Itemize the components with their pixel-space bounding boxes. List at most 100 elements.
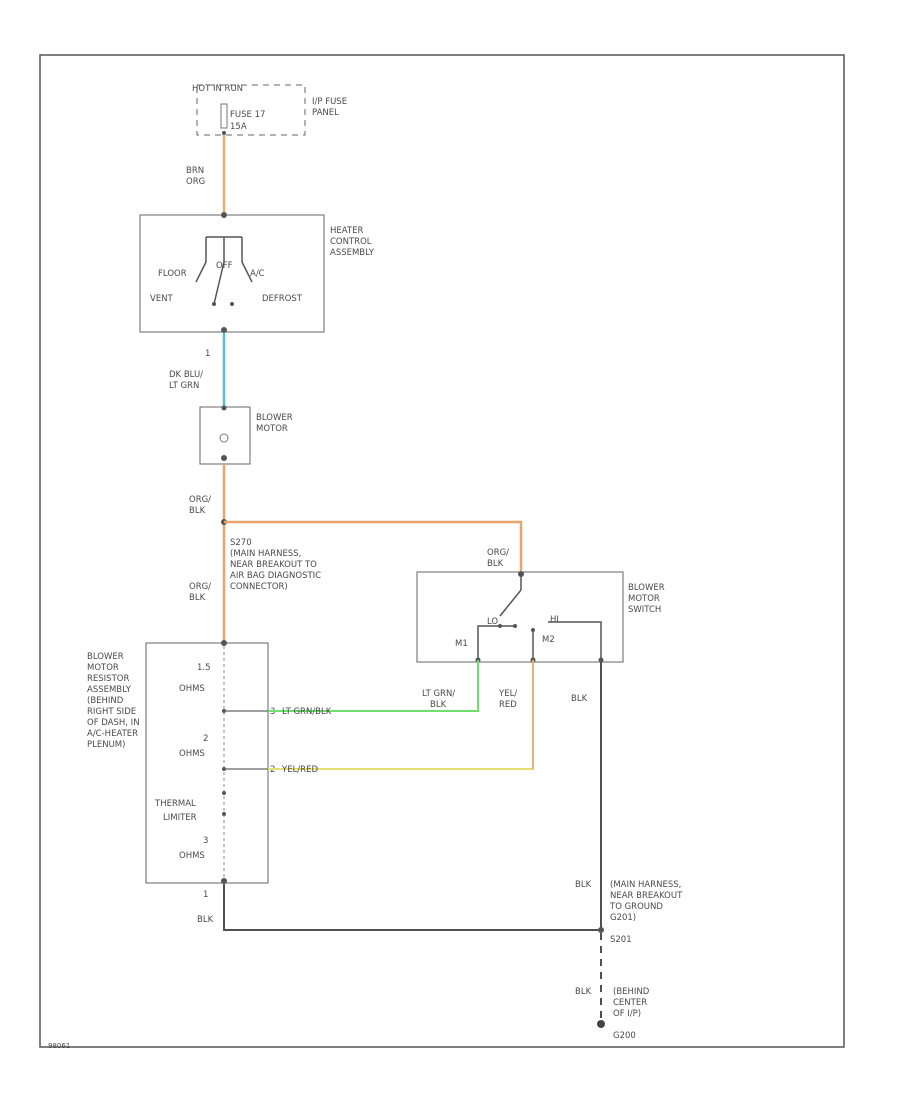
- splice-note-1: S270: [230, 538, 252, 548]
- ground-splice-label-4: G201): [610, 913, 636, 923]
- ground-splice-label-5: S201: [610, 935, 632, 945]
- resistor-thermal-2: LIMITER: [163, 813, 197, 823]
- resistor-label-4: ASSEMBLY: [87, 685, 132, 695]
- heater-wiper: [213, 261, 225, 305]
- wire-resistor-ground-label: BLK: [197, 915, 214, 925]
- blower-motor-resistor-assembly: BLOWER MOTOR RESISTOR ASSEMBLY (BEHIND R…: [87, 640, 275, 900]
- heater-contact-right: [241, 261, 253, 283]
- wire-fuse-heater-label-1: BRN: [186, 166, 204, 176]
- heater-output-pin: [221, 327, 227, 333]
- resistor-label-7: OF DASH, IN: [87, 718, 140, 728]
- resistor-step2-value: 2: [203, 734, 208, 744]
- fuse-hot-label: HOT IN RUN: [192, 84, 243, 94]
- wire-m2-resistor-label: YEL/RED: [281, 765, 318, 775]
- blower-motor: BLOWER MOTOR: [199, 405, 293, 465]
- wire-m1-switch-label-2: BLK: [430, 700, 447, 710]
- switch-contact-1: [498, 624, 502, 628]
- heater-dot-2: [230, 302, 234, 306]
- fuse-symbol: [220, 103, 228, 129]
- ground-splice-s201: BLK (MAIN HARNESS, NEAR BREAKOUT TO GROU…: [575, 880, 683, 945]
- resistor-label-2: MOTOR: [87, 663, 119, 673]
- resistor-step3-unit: OHMS: [179, 851, 205, 861]
- heater-pos-off: OFF: [216, 261, 233, 271]
- blower-motor-in-pin: [221, 405, 227, 411]
- resistor-label-8: A/C-HEATER: [87, 729, 138, 739]
- resistor-label-3: RESISTOR: [87, 674, 129, 684]
- resistor-box: [145, 642, 269, 884]
- wire-heater-motor-color-1: DK BLU/: [169, 370, 203, 380]
- switch-pin-ground: [598, 657, 604, 663]
- ground-splice-label-1: (MAIN HARNESS,: [610, 880, 681, 890]
- resistor-step1-unit: OHMS: [179, 684, 205, 694]
- splice-note-5: CONNECTOR): [230, 582, 288, 592]
- ground-symbol: [597, 1020, 605, 1028]
- resistor-tap-3: [222, 791, 226, 795]
- resistor-pin-1-label: 1: [203, 890, 208, 900]
- blower-motor-switch: ORG/ BLK BLOWER MOTOR SWITCH M1 M2 LO HI: [416, 548, 665, 663]
- fuse-panel: HOT IN RUN FUSE 17 15A I/P FUSE PANEL: [192, 84, 347, 136]
- switch-bus: [477, 625, 515, 660]
- switch-wire-label-2: BLK: [487, 559, 504, 569]
- switch-box: [416, 571, 624, 663]
- heater-input-pin: [221, 212, 227, 218]
- heater-control-label-2: CONTROL: [330, 237, 372, 247]
- resistor-pin-3: [221, 640, 227, 646]
- heater-pos-ac: A/C: [250, 269, 265, 279]
- blower-motor-out-pin: [221, 455, 227, 461]
- wire-m1-switch-label-1: LT GRN/: [422, 689, 455, 699]
- fuse-rating: 15A: [230, 122, 247, 132]
- switch-blade: [499, 589, 522, 617]
- wire-resistor-ground: [223, 884, 601, 931]
- switch-label-1: BLOWER: [628, 583, 665, 593]
- heater-control-label-3: ASSEMBLY: [330, 248, 375, 258]
- fuse-panel-label-2: PANEL: [312, 108, 339, 118]
- footer-code: 98061: [48, 1042, 70, 1050]
- heater-control-label-1: HEATER: [330, 226, 363, 236]
- splice-note-2: (MAIN HARNESS,: [230, 549, 301, 559]
- heater-pos-vent: VENT: [150, 294, 174, 304]
- splice-note-3: NEAR BREAKOUT TO: [230, 560, 317, 570]
- ground-splice-label-2: NEAR BREAKOUT: [610, 891, 683, 901]
- ground-splice-label-3: TO GROUND: [609, 902, 663, 912]
- switch-contact-2: [513, 624, 517, 628]
- ground-point-label-2: CENTER: [613, 998, 647, 1008]
- switch-m1-label: M1: [455, 639, 468, 649]
- ground-point-wire-label: BLK: [575, 987, 592, 997]
- fuse-panel-outline: [196, 84, 306, 136]
- ground-splice-wire-label: BLK: [575, 880, 592, 890]
- ground-point-label-1: (BEHIND: [613, 987, 650, 997]
- wire-fuse-heater-label-2: ORG: [186, 177, 205, 187]
- switch-hi-bus: [548, 621, 602, 660]
- wire-m1-resistor-label: LT GRN/BLK: [282, 707, 332, 717]
- wire-motor-out-label-2: BLK: [189, 506, 206, 516]
- heater-control-assembly: HEATER CONTROL ASSEMBLY FLOOR OFF A/C VE…: [139, 212, 375, 333]
- heater-contact-left: [195, 261, 207, 283]
- switch-m2-label: M2: [542, 635, 555, 645]
- resistor-step2-unit: OHMS: [179, 749, 205, 759]
- wire-heater-motor-pin: 1: [205, 349, 210, 359]
- resistor-label-6: RIGHT SIDE: [87, 707, 136, 717]
- heater-pos-floor: FLOOR: [158, 269, 187, 279]
- ground-point-g200: BLK (BEHIND CENTER OF I/P) G200: [575, 987, 650, 1041]
- ground-point-label-4: G200: [613, 1031, 636, 1041]
- resistor-pin-1: [221, 878, 227, 884]
- switch-label-3: SWITCH: [628, 605, 661, 615]
- wire-motor-out-label-1: ORG/: [189, 495, 211, 505]
- switch-label-2: MOTOR: [628, 594, 660, 604]
- wire-to-resistor-label-1: ORG/: [189, 582, 211, 592]
- switch-wire-label-1: ORG/: [487, 548, 509, 558]
- fuse-terminal: [222, 131, 226, 135]
- wire-m2-switch-label-2: RED: [499, 700, 517, 710]
- ground-splice-dot: [598, 927, 604, 933]
- wire-m2-switch-label-1: YEL/: [498, 689, 517, 699]
- ground-point-label-3: OF I/P): [613, 1009, 641, 1019]
- resistor-label-5: (BEHIND: [87, 696, 124, 706]
- heater-control-box: [139, 214, 325, 333]
- heater-dot-1: [212, 302, 216, 306]
- blower-motor-symbol: [219, 433, 229, 443]
- splice-note-4: AIR BAG DIAGNOSTIC: [230, 571, 321, 581]
- resistor-tap-4: [222, 812, 226, 816]
- wire-m1: [268, 660, 479, 712]
- heater-pos-defrost: DEFROST: [262, 294, 303, 304]
- resistor-thermal-1: THERMAL: [154, 799, 196, 809]
